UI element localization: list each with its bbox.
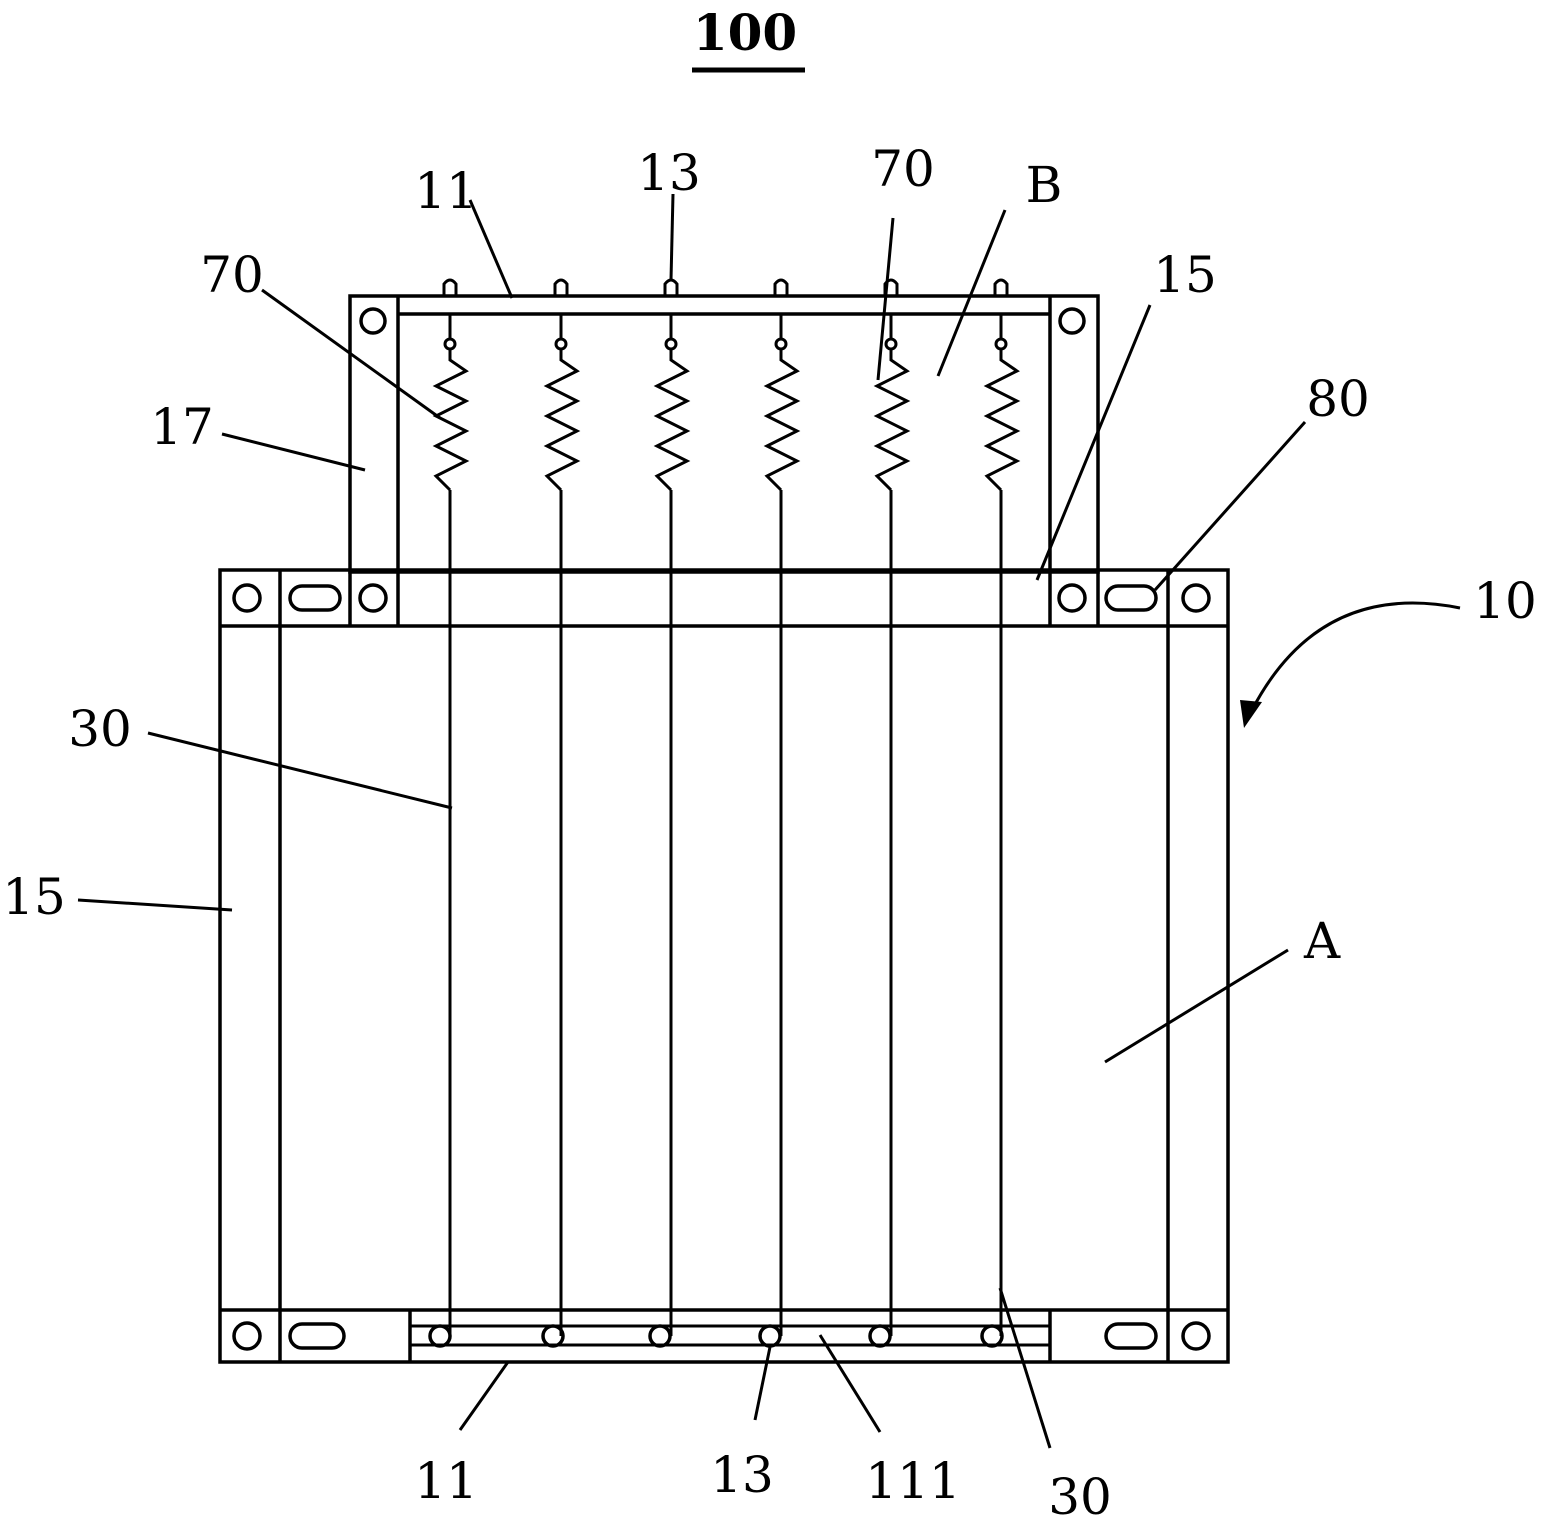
top-pins-and-springs xyxy=(432,278,1021,492)
spring-1 xyxy=(432,349,470,492)
leader-lines xyxy=(77,193,1307,1449)
label-30-bottom: 30 xyxy=(1048,1468,1112,1521)
label-11-bottom: 11 xyxy=(414,1452,478,1510)
upper-frame xyxy=(348,294,1100,574)
arrow-10 xyxy=(1240,601,1461,728)
label-A: A xyxy=(1303,912,1341,970)
label-70-right: 70 xyxy=(871,140,935,198)
label-15-top: 15 xyxy=(1153,246,1217,304)
label-30-left: 30 xyxy=(68,700,132,758)
wires xyxy=(448,490,1003,1336)
upper-left-hole xyxy=(359,307,387,335)
spring-5 xyxy=(873,349,911,492)
label-111: 111 xyxy=(865,1452,960,1510)
label-11-top: 11 xyxy=(414,162,478,220)
label-80: 80 xyxy=(1306,370,1370,428)
figure-number: 100 xyxy=(693,3,797,62)
spring-6 xyxy=(983,349,1021,492)
pin-6 xyxy=(993,278,1009,351)
spring-3 xyxy=(653,349,691,492)
upper-right-hole xyxy=(1058,307,1086,335)
label-70-left: 70 xyxy=(200,246,264,304)
bottom-anchors xyxy=(428,1324,1004,1348)
label-15-left: 15 xyxy=(2,868,66,926)
label-10: 10 xyxy=(1473,572,1537,630)
label-B: B xyxy=(1026,156,1063,214)
label-17: 17 xyxy=(150,398,214,456)
spring-4 xyxy=(763,349,801,492)
main-frame xyxy=(218,568,1230,1364)
label-13-bottom: 13 xyxy=(710,1446,774,1504)
spring-2 xyxy=(543,349,581,492)
label-13-top: 13 xyxy=(637,144,701,202)
